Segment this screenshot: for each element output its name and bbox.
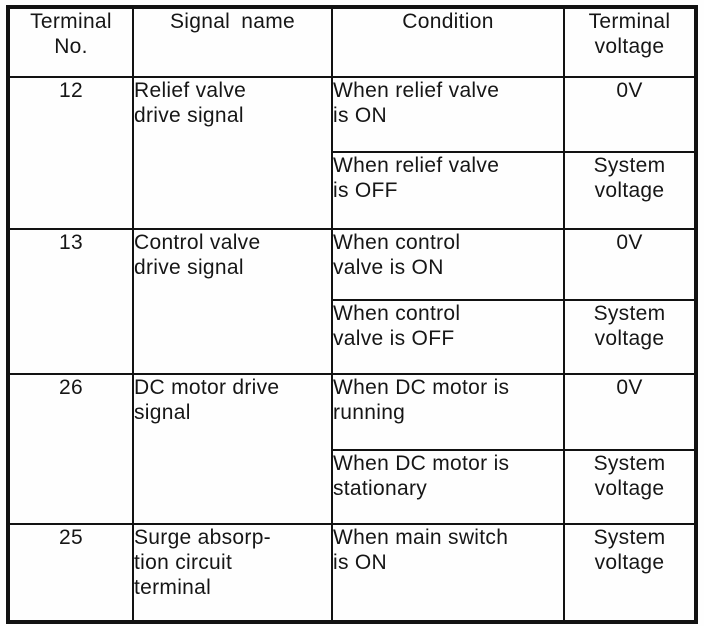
- terminal-no-26: 26: [7, 373, 134, 525]
- table-row: When relief valve is OFF System voltage: [8, 151, 697, 230]
- terminal-signal-voltage-table: Terminal No. Signal name Condition Termi…: [6, 5, 698, 624]
- column-header-terminal-voltage: Terminal voltage: [563, 6, 697, 78]
- voltage-control-valve-on: 0V: [563, 228, 697, 301]
- terminal-no-25: 25: [7, 523, 134, 623]
- column-header-condition: Condition: [331, 6, 565, 78]
- terminal-no-12: 12: [7, 76, 134, 230]
- voltage-dc-motor-stationary: System voltage: [563, 449, 697, 525]
- table-row: 13 Control valve drive signal When contr…: [7, 228, 697, 375]
- condition-control-valve-off: When control valve is OFF: [331, 299, 565, 375]
- voltage-main-switch-on: System voltage: [563, 523, 697, 623]
- condition-main-switch-on: When main switch is ON: [331, 523, 565, 623]
- voltage-control-valve-off: System voltage: [563, 299, 697, 375]
- terminal-no-13: 13: [7, 228, 134, 375]
- signal-name-relief-valve: Relief valve drive signal: [132, 76, 333, 230]
- condition-relief-valve-off: When relief valve is OFF: [331, 151, 565, 230]
- signal-name-dc-motor: DC motor drive signal: [132, 373, 333, 525]
- table-row: 12 Relief valve drive signal When relief…: [7, 76, 697, 230]
- table-row: When control valve is OFF System voltage: [8, 299, 697, 375]
- condition-relief-valve-on: When relief valve is ON: [331, 76, 565, 153]
- column-header-terminal-no: Terminal No.: [7, 6, 134, 78]
- table-header-row: Terminal No. Signal name Condition Termi…: [7, 6, 697, 78]
- condition-dc-motor-running: When DC motor is running: [331, 373, 565, 451]
- table-row: 25 Surge absorp- tion circuit terminal W…: [7, 523, 697, 623]
- signal-name-control-valve: Control valve drive signal: [132, 228, 333, 375]
- signal-name-surge-absorption: Surge absorp- tion circuit terminal: [132, 523, 333, 623]
- table-row: When DC motor is stationary System volta…: [8, 449, 697, 525]
- voltage-relief-valve-off: System voltage: [563, 151, 697, 230]
- condition-control-valve-on: When control valve is ON: [331, 228, 565, 301]
- table-row: 26 DC motor drive signal When DC motor i…: [7, 373, 697, 525]
- voltage-dc-motor-running: 0V: [563, 373, 697, 451]
- column-header-signal-name: Signal name: [132, 6, 333, 78]
- voltage-relief-valve-on: 0V: [563, 76, 697, 153]
- condition-dc-motor-stationary: When DC motor is stationary: [331, 449, 565, 525]
